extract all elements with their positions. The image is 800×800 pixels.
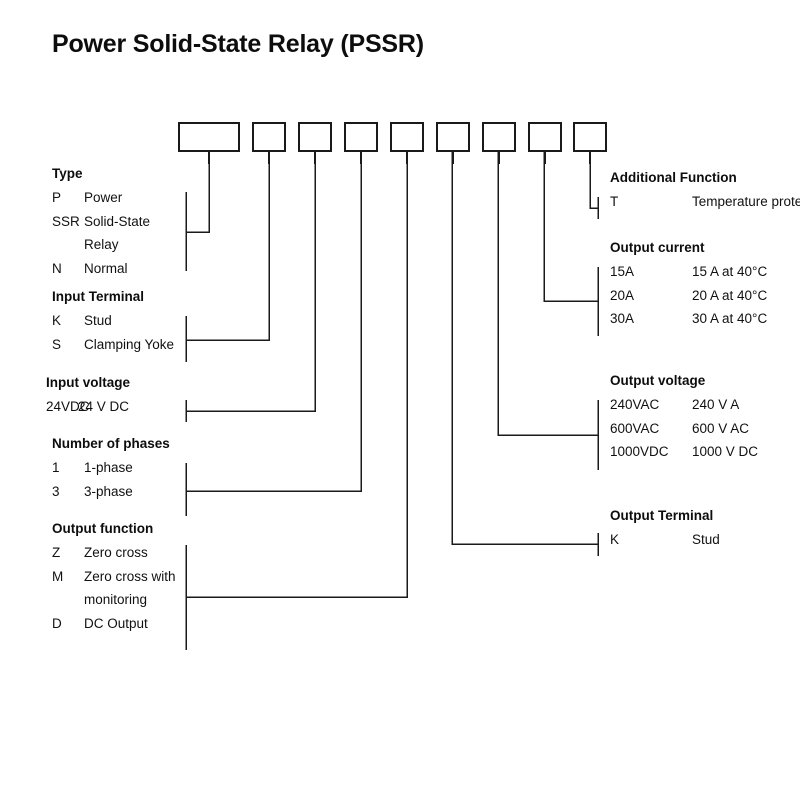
legend-row: 30A 30 A at 40°C [610,311,767,335]
legend-code: K [52,313,62,328]
legend-description: Stud [84,313,112,328]
leader-number-of-phases [186,152,362,492]
legend-row: T Temperature protection [610,194,800,218]
legend-code: M [52,568,64,584]
legend-code: 30A [610,311,635,326]
leader-output-terminal [451,152,598,545]
legend-code: K [610,532,620,547]
box-type[interactable] [178,122,240,152]
legend-code: 24VDC [46,399,90,414]
box-input-voltage[interactable] [298,122,332,152]
leader-additional-function [589,152,598,209]
legend-code: 15A [610,264,635,279]
legend-row: 1 1-phase [52,460,170,484]
legend-description: Power [84,190,123,205]
legend-code: 1 [52,460,60,475]
legend-description: 24 V DC [78,399,130,414]
legend-row: N Normal [52,260,128,285]
legend-row: 15A 15 A at 40°C [610,264,767,288]
section-heading-additional_function: Additional Function [610,170,737,185]
section-heading-output_voltage: Output voltage [610,373,706,388]
legend-row: D DC Output [52,616,153,640]
section-heading-input_voltage: Input voltage [46,375,130,390]
legend-row: K Stud [610,532,720,556]
legend-code: SSR [52,213,80,229]
legend-row: M Zero cross with [52,568,176,593]
box-output-terminal[interactable] [436,122,470,152]
box-input-terminal[interactable] [252,122,286,152]
legend-row: monitoring [52,592,153,616]
legend-code: S [52,336,62,352]
legend-row: 240VAC 240 V A [610,397,739,421]
legend-description: Zero cross [84,545,148,560]
box-output-function[interactable] [390,122,424,152]
legend-code: 1000VDC [610,444,669,459]
legend-description: DC Output [84,615,148,631]
leader-input-terminal [186,152,270,341]
legend-code: 3 [52,483,60,499]
legend-description: 1-phase [84,460,133,475]
legend-description: 240 V A [692,397,740,412]
legend-description: Solid-State [84,213,151,229]
legend-description: Relay [84,237,119,252]
leader-output-current [543,152,598,302]
legend-description: 600 V AC [692,420,750,436]
legend-code: T [610,194,619,209]
box-output-voltage[interactable] [482,122,516,152]
box-number-of-phases[interactable] [344,122,378,152]
section-heading-output_function: Output function [52,521,154,536]
legend-row: Relay [52,237,119,261]
legend-description: 20 A at 40°C [692,287,768,303]
section-output_current: Output current 15A 15 A at 40°C 20A 20 A at … [610,240,767,335]
section-heading-input_terminal: Input Terminal [52,289,145,304]
section-output_voltage: Output voltage 240VAC 240 V A 600VAC 600 V A… [610,373,758,468]
legend-row: 600VAC 600 V AC [610,420,749,445]
section-heading-output_terminal: Output Terminal [610,508,714,523]
section-number_of_phases: Number of phases 1 1-phase 3 3-phase [52,436,170,507]
legend-row: K Stud [52,313,144,337]
legend-code: Z [52,545,61,560]
leader-type [186,152,210,233]
legend-row: 3 3-phase [52,484,170,508]
legend-description: 1000 V DC [692,444,759,459]
legend-code: 20A [610,287,635,303]
legend-description: Clamping Yoke [84,336,175,352]
legend-description: monitoring [84,592,148,607]
section-heading-output_current: Output current [610,240,705,255]
box-additional-function[interactable] [573,122,607,152]
legend-code: D [52,615,62,631]
legend-description: 30 A at 40°C [692,311,768,326]
legend-description: 15 A at 40°C [692,264,768,279]
legend-code: N [52,260,62,276]
legend-row: P Power [52,190,122,214]
legend-row: 20A 20 A at 40°C [610,287,767,312]
legend-description: Stud [692,532,720,547]
legend-row: Z Zero cross [52,545,153,569]
leader-input-voltage [186,152,316,412]
legend-row: 1000VDC 1000 V DC [610,444,758,468]
legend-description: Zero cross with [84,568,176,584]
legend-row: S Clamping Yoke [52,336,174,361]
section-heading-type: Type [52,166,83,181]
page-title: Power Solid-State Relay (PSSR) [52,30,424,58]
legend-description: Temperature protection [692,194,800,209]
legend-code: 600VAC [610,420,660,436]
legend-description: Normal [84,260,128,276]
box-output-current[interactable] [528,122,562,152]
legend-code: 240VAC [610,397,660,412]
section-heading-number_of_phases: Number of phases [52,436,170,451]
legend-code: P [52,190,62,205]
legend-description: 3-phase [84,483,133,499]
leader-output-voltage [497,152,598,436]
leader-output-function [186,152,408,598]
